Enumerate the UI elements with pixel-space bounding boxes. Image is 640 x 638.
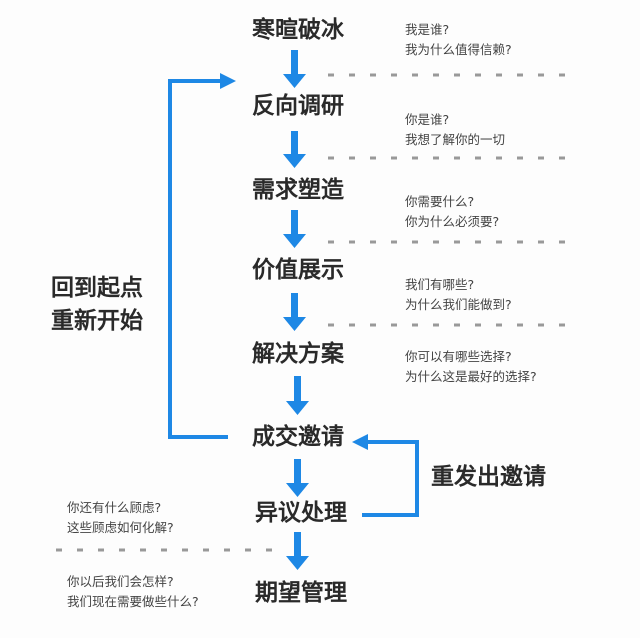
step-reverse-research: 反向调研 — [252, 93, 344, 119]
question-line: 你为什么必须要? — [405, 214, 500, 229]
question-line: 这些顾虑如何化解? — [67, 520, 174, 535]
step-expectation-management: 期望管理 — [255, 580, 347, 606]
reinvite-label: 重发出邀请 — [431, 464, 546, 490]
question-line: 你还有什么顾虑? — [67, 500, 162, 515]
question-line: 你可以有哪些选择? — [405, 349, 512, 364]
loop-back-label-line: 回到起点 — [51, 275, 143, 301]
question-block-4: 我们有哪些? 为什么我们能做到? — [405, 275, 512, 315]
arrow-down-4 — [283, 293, 306, 331]
arrow-down-6 — [286, 459, 309, 497]
question-block-6: 你还有什么顾虑? 这些顾虑如何化解? — [67, 498, 174, 538]
arrow-down-1 — [283, 50, 306, 88]
flow-arrows — [283, 50, 309, 570]
reinvite-arrow — [352, 434, 419, 517]
loop-back-arrow — [168, 73, 236, 439]
question-line: 你需要什么? — [405, 194, 475, 209]
question-line: 为什么我们能做到? — [405, 297, 512, 312]
loop-back-label: 回到起点 重新开始 — [51, 272, 143, 338]
step-value-display: 价值展示 — [252, 257, 344, 283]
question-line: 为什么这是最好的选择? — [405, 369, 537, 384]
step-objection-handling: 异议处理 — [255, 500, 347, 526]
question-block-5: 你可以有哪些选择? 为什么这是最好的选择? — [405, 347, 537, 387]
loop-back-label-line: 重新开始 — [51, 308, 143, 334]
question-line: 我们有哪些? — [405, 277, 475, 292]
question-line: 我们现在需要做些什么? — [67, 594, 199, 609]
question-block-7: 你以后我们会怎样? 我们现在需要做些什么? — [67, 572, 199, 612]
arrow-down-2 — [283, 131, 306, 168]
question-block-1: 我是谁? 我为什么值得信赖? — [405, 20, 512, 60]
step-icebreaking: 寒暄破冰 — [252, 17, 344, 43]
arrow-down-5 — [286, 376, 309, 415]
question-line: 我为什么值得信赖? — [405, 42, 512, 57]
step-solution: 解决方案 — [252, 341, 344, 367]
arrow-down-3 — [283, 210, 306, 248]
step-closing-invitation: 成交邀请 — [252, 424, 344, 450]
arrow-down-7 — [286, 532, 309, 570]
question-line: 我想了解你的一切 — [405, 132, 506, 147]
step-need-shaping: 需求塑造 — [252, 177, 344, 203]
question-line: 你是谁? — [405, 112, 450, 127]
question-block-3: 你需要什么? 你为什么必须要? — [405, 192, 499, 232]
question-block-2: 你是谁? 我想了解你的一切 — [405, 110, 505, 150]
question-line: 我是谁? — [405, 22, 450, 37]
question-line: 你以后我们会怎样? — [67, 574, 174, 589]
